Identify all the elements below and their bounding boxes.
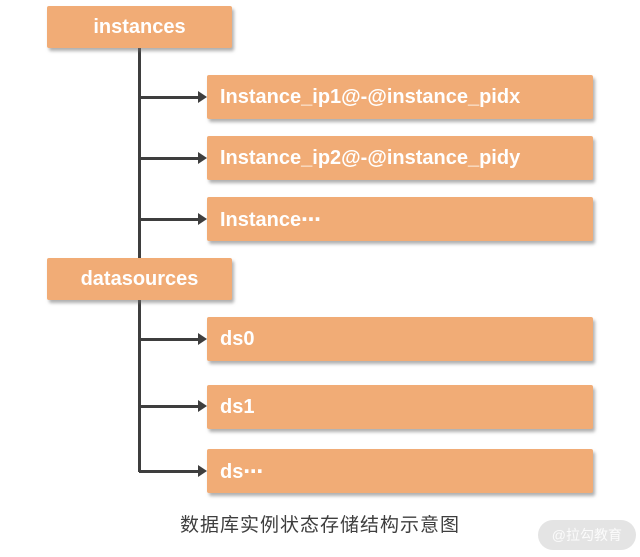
node-instance-child: Instance⋯ (207, 197, 593, 241)
branch-connector-instance-child-2 (139, 152, 207, 164)
node-label: ds1 (220, 395, 255, 418)
branch-connector-instance-child-1 (139, 91, 207, 103)
node-label: datasources (80, 267, 199, 290)
node-datasource-child: ds⋯ (207, 449, 593, 493)
node-label: Instance_ip2@-@instance_pidy (220, 146, 521, 169)
node-label: ds0 (220, 327, 255, 350)
branch-connector-instance-child-3 (139, 213, 207, 225)
node-label: instances (93, 15, 186, 38)
branch-connector-datasource-child-2 (139, 400, 207, 412)
arrow-right-icon (198, 91, 207, 103)
node-instance-child: Instance_ip1@-@instance_pidx (207, 75, 593, 119)
arrow-right-icon (198, 213, 207, 225)
branch-connector-datasource-child-1 (139, 333, 207, 345)
branch-connector-datasource-child-3 (139, 465, 207, 477)
diagram-caption: 数据库实例状态存储结构示意图 (179, 515, 460, 536)
arrow-right-icon (198, 152, 207, 164)
arrow-right-icon (198, 400, 207, 412)
arrow-right-icon (198, 465, 207, 477)
node-datasources: datasources (47, 258, 232, 300)
node-datasource-child: ds0 (207, 317, 593, 361)
arrow-right-icon (198, 333, 207, 345)
node-label: Instance⋯ (220, 208, 322, 231)
watermark-badge: @拉勾教育 (537, 520, 636, 550)
node-label: ds⋯ (220, 460, 264, 483)
node-instances: instances (47, 6, 232, 48)
node-datasource-child: ds1 (207, 385, 593, 429)
node-label: Instance_ip1@-@instance_pidx (220, 85, 521, 108)
node-instance-child: Instance_ip2@-@instance_pidy (207, 136, 593, 180)
